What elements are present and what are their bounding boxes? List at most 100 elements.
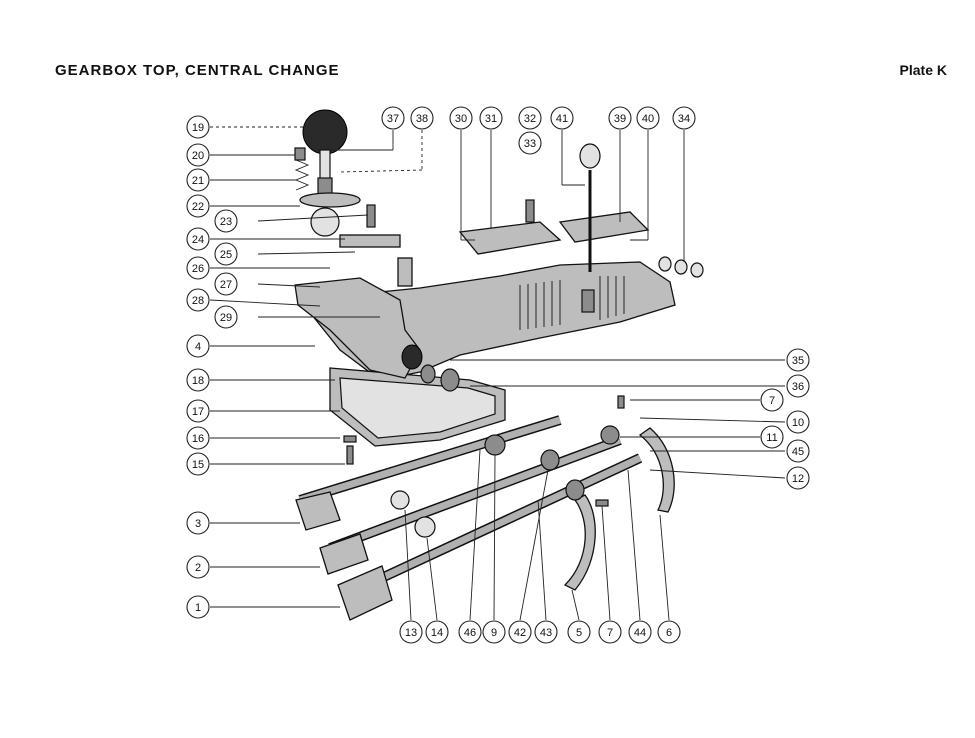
collar-43	[565, 479, 585, 501]
callout-circle	[518, 106, 542, 130]
callout-circle	[518, 131, 542, 155]
callout-circle	[598, 620, 622, 644]
stop-collar	[484, 434, 506, 456]
callout-37: 37	[381, 106, 405, 130]
callout-number: 10	[792, 417, 804, 429]
callout-number: 30	[455, 113, 467, 125]
callout-number: 12	[792, 473, 804, 485]
callout-11: 11	[760, 425, 784, 449]
selector-fork-5	[563, 494, 596, 591]
callout-number: 1	[195, 602, 201, 614]
callout-circle	[672, 106, 696, 130]
callout-number: 46	[464, 627, 476, 639]
callout-number: 9	[491, 627, 497, 639]
callout-20: 20	[186, 143, 210, 167]
callout-17: 17	[186, 399, 210, 423]
callout-number: 13	[405, 627, 417, 639]
callout-number: 38	[416, 113, 428, 125]
callout-46: 46	[458, 620, 482, 644]
callout-35: 35	[786, 348, 810, 372]
callout-circle	[508, 620, 532, 644]
gasket	[339, 377, 496, 439]
callout-1: 1	[186, 595, 210, 619]
callout-circle	[186, 511, 210, 535]
callout-30: 30	[449, 106, 473, 130]
callout-number: 21	[192, 175, 204, 187]
callout-38: 38	[410, 106, 434, 130]
callout-circle	[399, 620, 423, 644]
washer-16	[343, 435, 357, 443]
callout-circle	[214, 272, 238, 296]
callout-number: 28	[192, 295, 204, 307]
callout-29: 29	[214, 305, 238, 329]
callout-circle	[186, 368, 210, 392]
callout-number: 45	[792, 446, 804, 458]
callout-number: 14	[431, 627, 443, 639]
callout-circle	[567, 620, 591, 644]
callout-circle	[786, 466, 810, 490]
callout-circle	[657, 620, 681, 644]
callout-number: 36	[792, 381, 804, 393]
callout-4: 4	[186, 334, 210, 358]
callout-number: 26	[192, 263, 204, 275]
callout-circle	[760, 388, 784, 412]
plate-title: GEARBOX TOP, CENTRAL CHANGE	[55, 62, 340, 79]
selector-rod-low	[358, 454, 642, 592]
callout-circle	[786, 439, 810, 463]
callout-circle	[186, 452, 210, 476]
cover-plate-left	[458, 221, 562, 255]
set-screw-7-upper	[617, 395, 625, 409]
bolt-15	[346, 445, 354, 465]
callout-number: 11	[766, 432, 777, 444]
callout-13: 13	[399, 620, 423, 644]
callout-31: 31	[479, 106, 503, 130]
callout-circle	[534, 620, 558, 644]
callout-25: 25	[214, 242, 238, 266]
callout-circle	[186, 595, 210, 619]
callout-45: 45	[786, 439, 810, 463]
callout-9: 9	[482, 620, 506, 644]
callout-circle	[786, 410, 810, 434]
callout-circle	[214, 242, 238, 266]
dust-cover	[299, 192, 361, 208]
callout-circle	[186, 168, 210, 192]
callout-26: 26	[186, 256, 210, 280]
callout-circle	[186, 555, 210, 579]
callout-circle	[482, 620, 506, 644]
callout-number: 24	[192, 234, 204, 246]
callout-16: 16	[186, 426, 210, 450]
callout-3: 3	[186, 511, 210, 535]
fork-end-3	[295, 491, 341, 531]
callout-7: 7	[760, 388, 784, 412]
callout-number: 16	[192, 433, 204, 445]
callout-10: 10	[786, 410, 810, 434]
callout-circle	[186, 194, 210, 218]
callout-19: 19	[186, 115, 210, 139]
parts-illustration	[294, 109, 704, 621]
callout-circle	[214, 209, 238, 233]
sealing-washer	[420, 364, 436, 384]
callout-circle	[425, 620, 449, 644]
callout-42: 42	[508, 620, 532, 644]
set-screw-7	[595, 499, 609, 507]
gear-lever-knob	[302, 109, 348, 155]
callout-12: 12	[786, 466, 810, 490]
callout-circle	[186, 288, 210, 312]
callout-number: 19	[192, 122, 204, 134]
lever-shaft	[319, 149, 331, 181]
welch-plug-b	[674, 259, 688, 275]
welch-plug-c	[690, 262, 704, 278]
selector-rod-top	[298, 416, 562, 504]
cover-plate-right	[558, 211, 650, 243]
stop-pin	[397, 257, 413, 287]
callout-22: 22	[186, 194, 210, 218]
callout-circle	[186, 399, 210, 423]
plate-number: Plate K	[899, 62, 947, 78]
callout-circle	[186, 426, 210, 450]
callout-number: 7	[607, 627, 613, 639]
fork-end-2	[319, 533, 369, 575]
cover-fins	[519, 276, 625, 330]
callout-14: 14	[425, 620, 449, 644]
retaining-plate	[339, 234, 401, 248]
